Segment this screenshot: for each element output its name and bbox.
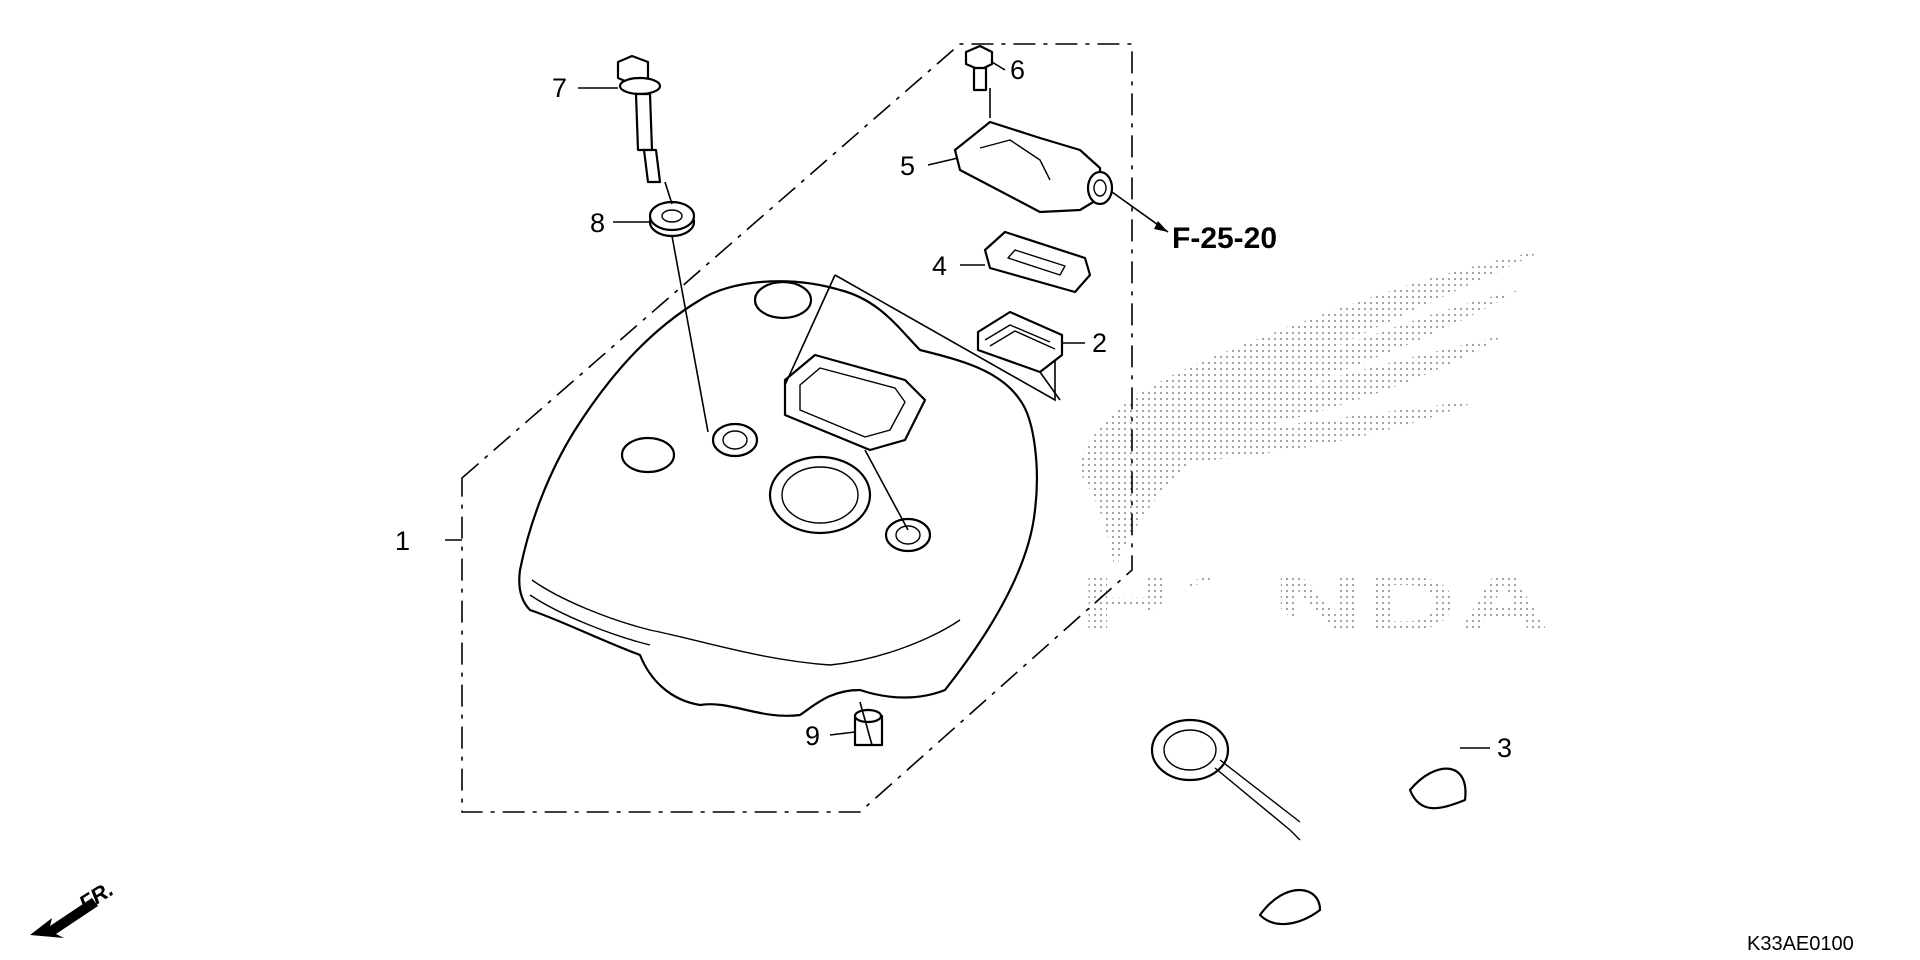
cover-bolt <box>616 54 662 184</box>
reference-label: F-25-20 <box>1172 222 1277 255</box>
callout-1: 1 <box>395 526 410 556</box>
head-cover-gasket <box>936 572 1467 926</box>
callout-8: 8 <box>590 208 605 238</box>
diagram-code: K33AE0100 <box>1747 933 1854 955</box>
callout-2: 2 <box>1092 328 1107 358</box>
callout-7: 7 <box>552 73 567 103</box>
breather-cover <box>953 120 1114 214</box>
cylinder-head-cover <box>518 280 1038 717</box>
assembly-boundary <box>461 43 1133 813</box>
rubber-washer <box>648 200 696 238</box>
breather-plate <box>976 310 1064 374</box>
breather-bolt <box>964 44 994 92</box>
callout-6: 6 <box>1010 55 1025 85</box>
honda-wing-watermark: HONDA <box>1078 250 1550 647</box>
callout-9: 9 <box>805 721 820 751</box>
callout-labels: 1 2 3 4 5 6 7 8 9 <box>395 55 1512 763</box>
callout-3: 3 <box>1497 733 1512 763</box>
breather-gasket <box>983 230 1092 294</box>
front-arrow: FR. <box>30 876 118 938</box>
callout-5: 5 <box>900 151 915 181</box>
callout-4: 4 <box>932 251 947 281</box>
dowel-pin <box>853 708 884 747</box>
leader-lines <box>445 61 1490 749</box>
